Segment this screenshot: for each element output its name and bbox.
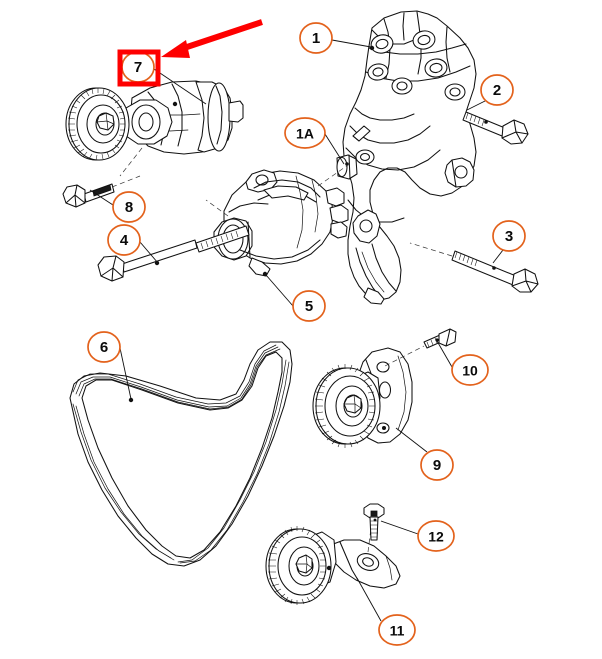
leader-1a	[324, 133, 345, 165]
callout-label: 1A	[296, 126, 314, 142]
callout-circle	[292, 290, 326, 322]
leader-8	[89, 189, 114, 206]
callout-label: 10	[462, 363, 478, 379]
callout-8[interactable]: 8	[112, 191, 146, 223]
callout-circle	[420, 449, 454, 481]
callout-circle	[107, 224, 141, 256]
callout-circle	[284, 117, 326, 149]
leader-6	[119, 347, 132, 400]
callout-label: 1	[312, 30, 320, 47]
callout-4[interactable]: 4	[107, 224, 141, 256]
callout-circle	[112, 191, 146, 223]
callout-leader-lines	[89, 39, 504, 622]
leader-2	[466, 99, 488, 111]
callout-12[interactable]: 12	[417, 520, 455, 552]
callout-label: 11	[390, 623, 405, 639]
callout-label: 6	[100, 339, 108, 356]
callout-label: 9	[433, 457, 441, 474]
part-hex-flange-bolt-lower	[409, 242, 539, 293]
part-tensioner-bolt-short	[62, 175, 141, 208]
callout-3[interactable]: 3	[492, 220, 526, 252]
part-serpentine-drive-belt	[69, 341, 293, 567]
part-belt-tensioner-assembly	[65, 80, 244, 177]
annotation-highlight-box	[117, 49, 161, 87]
callout-5[interactable]: 5	[292, 290, 326, 322]
annotation-arrow-head	[161, 40, 190, 58]
callout-circle	[480, 74, 514, 106]
part-hex-flange-bolt-upper	[462, 111, 529, 145]
leader-10	[436, 340, 453, 368]
callout-6[interactable]: 6	[87, 331, 121, 363]
red-highlight-annotation	[117, 19, 263, 87]
leader-7	[153, 68, 207, 105]
leader-5	[265, 274, 294, 307]
annotation-arrow-shaft	[177, 19, 263, 53]
callout-label: 2	[493, 82, 501, 99]
callout-circle	[87, 331, 121, 363]
part-idler-pulley-arm-assembly	[265, 519, 401, 605]
callout-circle	[378, 614, 416, 646]
callout-label: 12	[428, 529, 444, 545]
callout-1[interactable]: 1	[299, 22, 333, 54]
callout-2[interactable]: 2	[480, 74, 514, 106]
leader-4	[139, 241, 159, 264]
part-pump-mounting-bolt-long	[97, 225, 250, 282]
callout-circle	[451, 354, 489, 386]
callout-10[interactable]: 10	[451, 354, 489, 386]
leader-11	[356, 577, 382, 622]
callout-label: 8	[125, 199, 133, 216]
leader-9	[395, 427, 428, 453]
callout-circle	[492, 220, 526, 252]
callout-label: 4	[120, 232, 129, 249]
part-bracket-bushing-spacer	[336, 154, 358, 180]
callout-11[interactable]: 11	[378, 614, 416, 646]
leader-1	[331, 39, 372, 48]
callout-label: 5	[305, 298, 313, 315]
callout-label: 3	[505, 228, 513, 245]
callout-1a[interactable]: 1A	[284, 117, 326, 149]
callout-9[interactable]: 9	[420, 449, 454, 481]
callout-circle	[299, 22, 333, 54]
part-idler-pulley-bolt	[423, 328, 457, 349]
leader-12	[380, 520, 419, 535]
callout-layer: 1 1A 2 3 4 5 6 7 8 9 10 11 12	[87, 22, 526, 646]
callout-circle	[417, 520, 455, 552]
part-idler-pulley-bracket-assembly	[312, 345, 425, 448]
part-idler-pulley-arm-bolt	[363, 503, 385, 541]
leader-3	[492, 249, 504, 264]
callout-7[interactable]: 7	[121, 51, 155, 83]
callout-label: 7	[134, 59, 142, 76]
part-accessory-drive-bracket	[342, 10, 477, 305]
